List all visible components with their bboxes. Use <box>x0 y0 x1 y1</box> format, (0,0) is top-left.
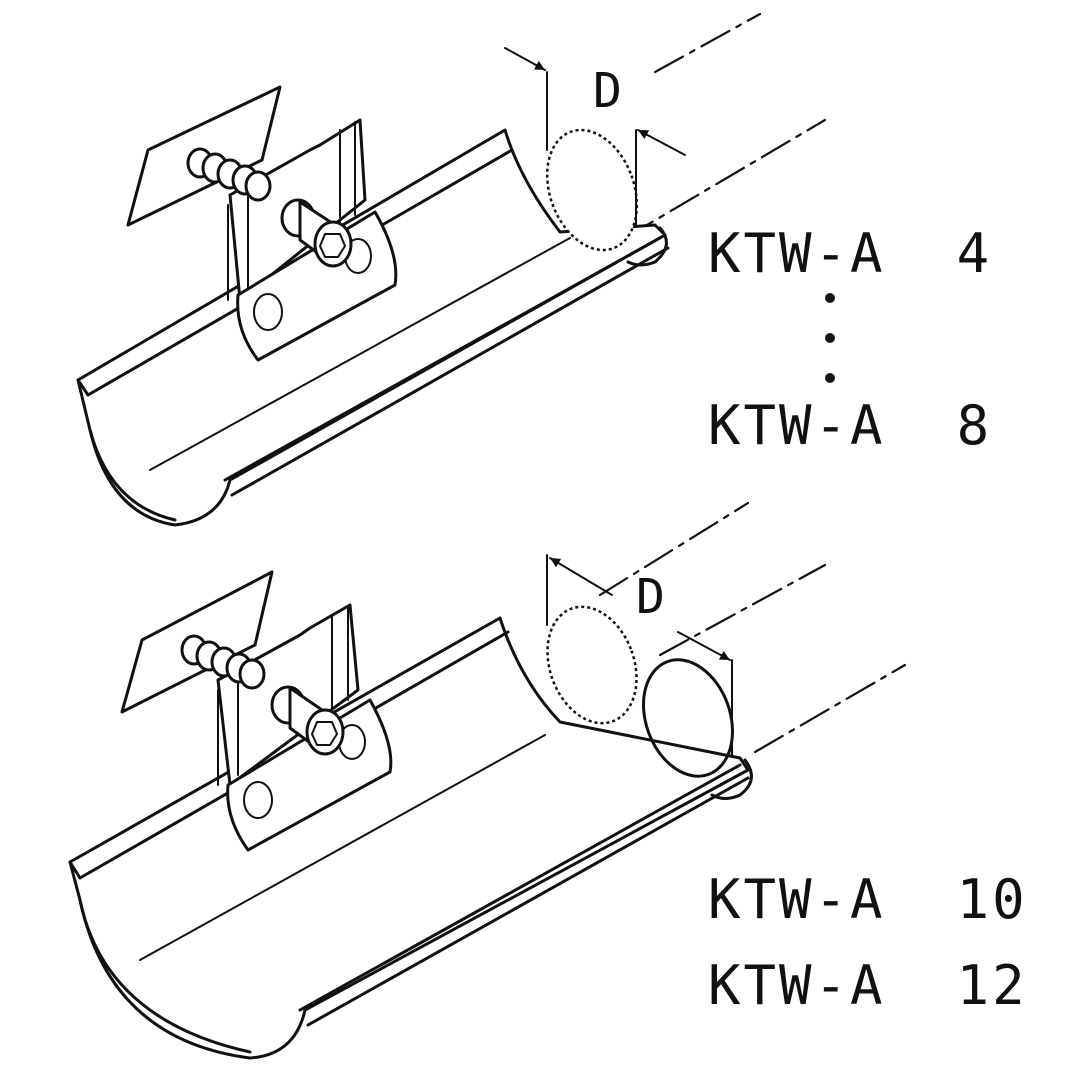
bottom-figure: D KTW-A 10 KTW-A 12 <box>68 501 1028 1060</box>
top-threaded-stud <box>186 147 272 202</box>
top-clamp-assembly <box>126 85 398 362</box>
bottom-clamp-assembly <box>120 570 393 852</box>
bottom-model-label-1: KTW-A 10 <box>708 868 1028 931</box>
top-cable-section <box>545 128 639 252</box>
top-dimension-label: D <box>593 63 622 119</box>
top-range-start-label: KTW-A 4 <box>708 222 992 285</box>
bottom-threaded-stud <box>180 634 266 690</box>
top-bolt <box>280 198 353 268</box>
bottom-cable-section-2 <box>642 658 734 778</box>
top-dimension-d: D <box>504 47 686 226</box>
bottom-cable-trough <box>68 616 753 1060</box>
bottom-model-label-2: KTW-A 12 <box>708 954 1028 1017</box>
bottom-dimension-d: D <box>546 554 733 756</box>
bottom-cable-centerlines <box>598 501 907 754</box>
bottom-cable-section-1 <box>546 605 638 725</box>
top-cable-trough <box>76 128 670 527</box>
bottom-bolt <box>270 685 345 756</box>
top-cable-centerlines <box>623 12 827 240</box>
bottom-dimension-label: D <box>636 569 665 625</box>
top-range-end-label: KTW-A 8 <box>708 394 992 457</box>
range-ellipsis-dots <box>825 293 835 383</box>
top-figure: D KTW-A 4 KTW-A 8 <box>76 12 992 527</box>
top-clamp-bracket <box>236 210 398 362</box>
